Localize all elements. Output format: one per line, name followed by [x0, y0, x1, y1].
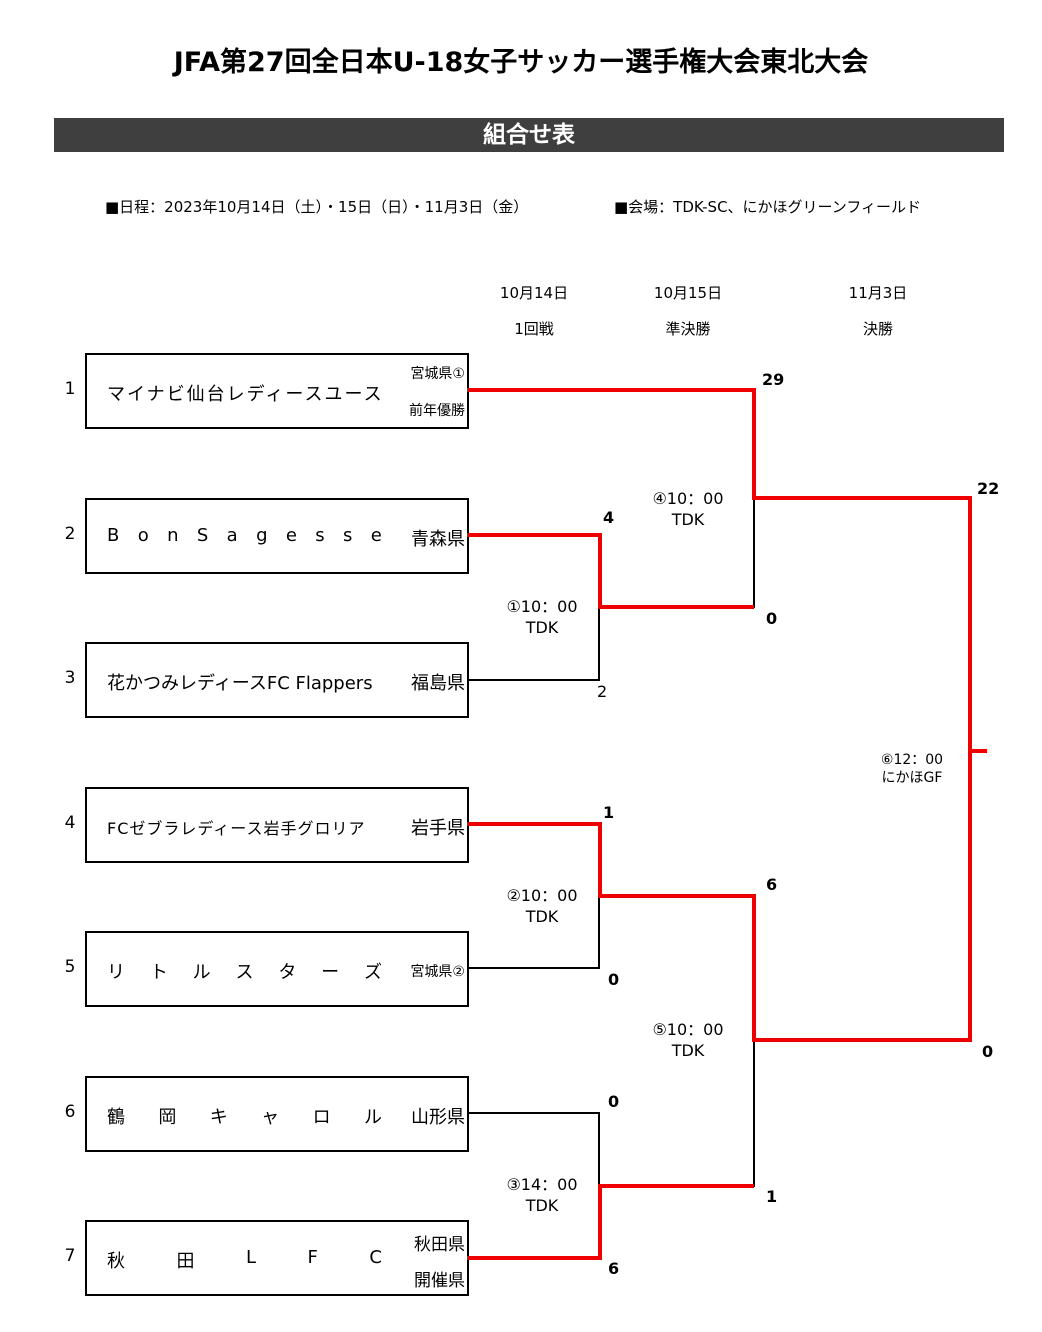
winner-line — [467, 388, 987, 753]
match-5-time: ⑤10：00 — [652, 1020, 724, 1039]
match-3-time: ③14：00 — [506, 1175, 578, 1194]
seed-number: 3 — [64, 668, 76, 688]
seed-number: 1 — [64, 379, 76, 399]
winner-line — [467, 1184, 754, 1260]
team-name-char: 田 — [176, 1251, 195, 1272]
seed-number: 4 — [64, 813, 76, 833]
team-prefecture: 宮城県① — [410, 366, 465, 382]
final-score-bottom: 0 — [982, 1042, 994, 1061]
team-note: 開催県 — [414, 1271, 465, 1291]
match-4-score-bottom: 0 — [766, 609, 778, 628]
team-name: 花かつみレディースFC Flappers — [107, 673, 373, 694]
team-prefecture: 岩手県 — [411, 818, 465, 839]
team-name-char: S — [196, 525, 209, 546]
match-2-score-bottom: 0 — [608, 970, 620, 989]
team-name-char: 秋 — [107, 1251, 125, 1272]
team-name-char: e — [285, 525, 297, 546]
team-name-char: g — [256, 525, 268, 546]
match-3-score-top: 0 — [608, 1092, 620, 1111]
team-name-char: e — [370, 525, 382, 546]
team-name-char: s — [315, 525, 325, 546]
match-3-score-bottom: 6 — [608, 1259, 620, 1278]
seed-number: 6 — [64, 1102, 76, 1122]
team-name: リトルスターズ — [107, 958, 382, 984]
team-name-char: o — [137, 525, 149, 546]
team-prefecture: 宮城県② — [410, 964, 465, 980]
team-name-char: n — [167, 525, 179, 546]
team-name: マイナビ仙台レディースユース — [107, 384, 384, 405]
team-name-char: ズ — [363, 962, 382, 983]
match-2-time: ②10：00 — [506, 886, 578, 905]
team-name-char: ス — [235, 962, 254, 983]
team-prefecture: 福島県 — [411, 673, 465, 694]
match-1-score-top: 4 — [603, 508, 615, 527]
seed-number: 2 — [64, 524, 76, 544]
match-3-venue: TDK — [525, 1196, 559, 1215]
team-name-char: F — [307, 1247, 318, 1268]
seed-number: 7 — [64, 1246, 76, 1266]
match-1-score-bottom: 2 — [597, 682, 608, 701]
match-1-time: ①10：00 — [506, 597, 578, 616]
round-1-date: 10月14日 — [499, 284, 569, 302]
team-name-char: ャ — [261, 1107, 280, 1128]
team-name-char: a — [226, 525, 238, 546]
match-1-venue: TDK — [525, 618, 559, 637]
match-4-venue: TDK — [671, 510, 705, 529]
team-name-char: s — [343, 525, 353, 546]
winner-line — [467, 533, 754, 609]
match-5-venue: TDK — [671, 1041, 705, 1060]
team-name-char: ル — [363, 1107, 382, 1128]
team-name-char: 岡 — [158, 1107, 177, 1128]
round-3-date: 11月3日 — [848, 284, 908, 302]
team-note: 前年優勝 — [409, 403, 465, 419]
team-box: FCゼブラレディース岩手グロリア 岩手県 — [85, 787, 469, 863]
team-name-char: C — [369, 1247, 382, 1268]
schedule-info: ■日程：2023年10月14日（土）・15日（日）・11月3日（金） — [105, 198, 529, 216]
team-name-char: キ — [209, 1107, 228, 1128]
final-score-top: 22 — [977, 479, 1000, 498]
team-box: 秋 田 L F C 秋田県 開催県 — [85, 1220, 469, 1296]
match-6-venue: にかほGF — [881, 770, 943, 786]
team-box: マイナビ仙台レディースユース 宮城県① 前年優勝 — [85, 353, 469, 429]
team-name-char: ー — [321, 962, 340, 983]
match-2-venue: TDK — [525, 907, 559, 926]
team-name-char: ト — [149, 962, 168, 983]
team-name-char: ル — [192, 962, 211, 983]
team-name-char: リ — [107, 962, 125, 983]
winner-line — [467, 751, 972, 1042]
round-2-name: 準決勝 — [665, 320, 711, 338]
match-2-score-top: 1 — [603, 803, 615, 822]
team-prefecture: 山形県 — [411, 1107, 465, 1128]
team-box: リ ト ル ス タ ー ズ 宮城県② — [85, 931, 469, 1007]
match-4-time: ④10：00 — [652, 489, 724, 508]
page-title: JFA第27回全日本U-18女子サッカー選手権大会東北大会 — [173, 47, 869, 78]
seed-number: 5 — [64, 957, 76, 977]
team-name: FCゼブラレディース岩手グロリア — [107, 819, 366, 838]
round-1-name: 1回戦 — [514, 320, 554, 338]
bracket-line — [599, 1040, 755, 1187]
section-header: 組合せ表 — [54, 118, 1004, 152]
match-4-score-top: 29 — [762, 370, 785, 389]
team-prefecture: 青森県 — [411, 529, 465, 550]
team-name-char: B — [107, 525, 120, 546]
team-name: 鶴岡キャロル — [107, 1103, 382, 1129]
round-2-date: 10月15日 — [653, 284, 723, 302]
team-prefecture: 秋田県 — [414, 1235, 465, 1255]
team-name-char: L — [246, 1247, 257, 1268]
team-name-char: タ — [278, 962, 297, 983]
team-name-char: 鶴 — [107, 1107, 125, 1128]
round-3-name: 決勝 — [862, 320, 893, 338]
match-6-time: ⑥12：00 — [880, 752, 944, 768]
venue-info: ■会場：TDK-SC、にかほグリーンフィールド — [614, 198, 922, 216]
team-name-char: ロ — [312, 1107, 331, 1128]
match-5-score-top: 6 — [766, 875, 778, 894]
match-5-score-bottom: 1 — [766, 1187, 778, 1206]
